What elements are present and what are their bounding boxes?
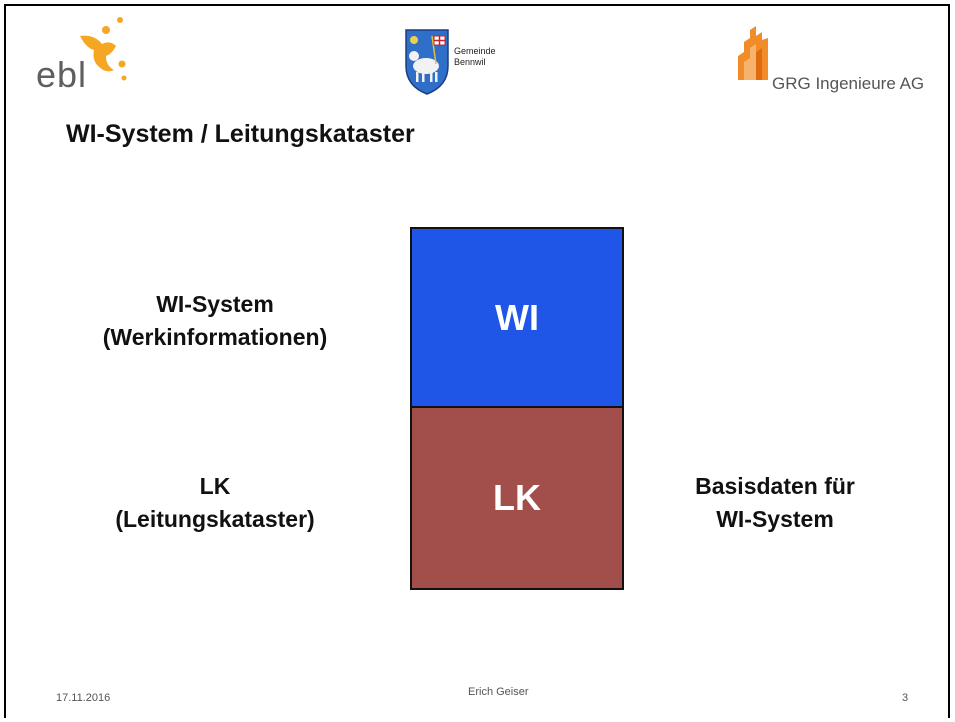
- grg-logo-text: GRG Ingenieure AG: [772, 74, 925, 93]
- slide-frame: [4, 4, 950, 718]
- grg-logo-mark-icon: [738, 26, 768, 80]
- footer-date: 17.11.2016: [56, 692, 111, 704]
- page-number: 3: [902, 692, 909, 704]
- wi-system-label: WI-System (Werkinformationen): [102, 291, 328, 350]
- lk-box: LK: [410, 408, 624, 590]
- grg-logo: GRG Ingenieure AG: [732, 22, 947, 93]
- lk-box-label: LK: [493, 477, 541, 518]
- lk-label: LK (Leitungskataster): [115, 473, 315, 532]
- coat-of-arms-icon: [405, 29, 449, 95]
- ebl-logo-mark-icon: [80, 17, 127, 81]
- wi-box-label: WI: [495, 296, 539, 338]
- ebl-logo-text: ebl: [36, 54, 88, 95]
- ebl-logo: ebl: [36, 14, 146, 95]
- wi-box: WI: [410, 227, 624, 408]
- municipality-name: Gemeinde Bennwil: [454, 46, 496, 67]
- footer-author: Erich Geiser: [468, 686, 529, 698]
- basisdaten-label: Basisdaten für WI-System: [695, 473, 855, 532]
- page-title: WI-System / Leitungskataster: [66, 120, 415, 148]
